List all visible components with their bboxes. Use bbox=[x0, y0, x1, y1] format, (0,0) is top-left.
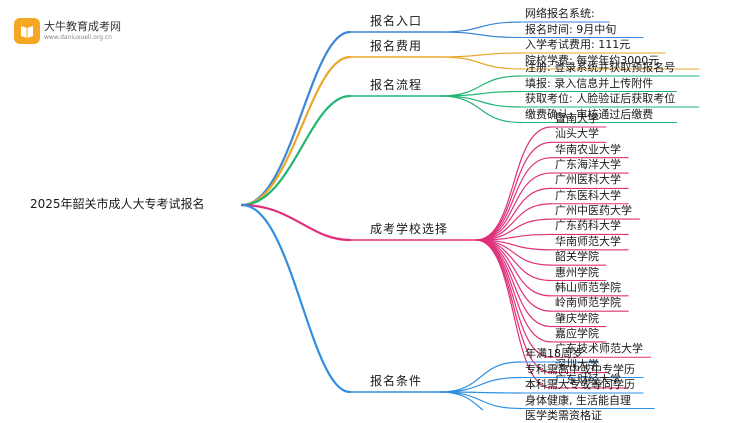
leaf-conditions: 年满18周岁 bbox=[525, 347, 583, 360]
leaf-connector bbox=[439, 90, 522, 97]
leaf-schools: 嘉应学院 bbox=[555, 326, 599, 340]
leaf-fees: 入学考试费用: 111元 bbox=[525, 38, 631, 51]
leaf-connector bbox=[475, 157, 552, 241]
leaf-conditions: 本科需大专或等同学历 bbox=[525, 378, 635, 391]
leaf-fees: 院校学费: 每学年约3000元 bbox=[525, 54, 660, 67]
leaf-schools: 广州中医药大学 bbox=[555, 204, 632, 218]
leaf-conditions: 医学类需资格证 bbox=[525, 409, 602, 422]
leaf-schools: 广东财经大学 bbox=[555, 372, 621, 386]
leaf-connector bbox=[439, 361, 522, 393]
leaf-schools: 广东海洋大学 bbox=[555, 158, 621, 172]
leaf-schools: 广东药科大学 bbox=[555, 219, 621, 233]
mind-map: 大牛教育成考网 www.daniuxueli.org.cn 2025年韶关市成人… bbox=[14, 7, 700, 422]
site-logo[interactable]: 大牛教育成考网 www.daniuxueli.org.cn bbox=[14, 16, 134, 46]
connector-fees bbox=[240, 55, 352, 207]
leaf-schools: 惠州学院 bbox=[555, 265, 599, 279]
logo-title: 大牛教育成考网 bbox=[44, 20, 121, 33]
branch-fees: 报名费用 bbox=[370, 39, 423, 53]
logo-url: www.daniuxueli.org.cn bbox=[44, 34, 112, 41]
branch-entry: 报名入口 bbox=[370, 14, 423, 28]
leaf-connector bbox=[439, 391, 522, 410]
leaf-schools: 华南师范大学 bbox=[555, 234, 621, 248]
leaf-connector bbox=[475, 172, 552, 241]
leaf-connector bbox=[475, 239, 552, 297]
leaf-entry: 网络报名系统: bbox=[525, 7, 595, 20]
root-topic: 2025年韶关市成人大专考试报名 bbox=[30, 197, 205, 211]
branch-process: 报名流程 bbox=[370, 78, 423, 92]
leaf-connector bbox=[475, 239, 552, 389]
leaf-schools: 深圳大学 bbox=[555, 357, 599, 371]
leaf-connector bbox=[439, 56, 522, 70]
leaf-process: 注册: 登录系统并获取预报名号 bbox=[525, 61, 676, 74]
leaf-process: 获取考位: 人脸验证后获取考位 bbox=[525, 92, 676, 105]
leaf-connector bbox=[439, 21, 522, 33]
leaf-connector bbox=[439, 95, 522, 108]
connector-entry bbox=[240, 30, 352, 207]
leaf-connector bbox=[475, 141, 552, 241]
leaf-connector bbox=[439, 391, 484, 410]
leaf-connector bbox=[439, 52, 522, 58]
leaf-connector bbox=[439, 376, 522, 393]
branch-schools: 成考学校选择 bbox=[370, 222, 449, 236]
leaf-connector bbox=[475, 239, 552, 358]
leaf-schools: 肇庆学院 bbox=[555, 311, 599, 325]
leaf-schools: 韶关学院 bbox=[555, 250, 599, 264]
leaf-schools: 广州医科大学 bbox=[555, 173, 621, 187]
leaf-connector bbox=[475, 126, 552, 241]
connector-schools bbox=[240, 203, 352, 242]
leaf-conditions: 专科需高中或中专学历 bbox=[525, 362, 635, 376]
leaf-schools: 广东技术师范大学 bbox=[555, 342, 643, 356]
leaf-connector bbox=[475, 239, 552, 343]
leaf-connector bbox=[439, 31, 522, 39]
leaf-connector bbox=[475, 187, 552, 241]
leaf-schools: 汕头大学 bbox=[555, 127, 599, 141]
leaf-schools: 韩山师范学院 bbox=[555, 280, 621, 294]
leaf-connector bbox=[439, 95, 522, 124]
leaf-process: 填报: 录入信息并上传附件 bbox=[525, 76, 654, 90]
leaf-schools: 广东医科大学 bbox=[555, 188, 621, 202]
connector-process bbox=[240, 94, 352, 207]
leaf-connector bbox=[439, 75, 522, 97]
book-logo-icon bbox=[14, 18, 40, 44]
connector-conditions bbox=[240, 203, 352, 394]
leaf-schools: 华南农业大学 bbox=[555, 142, 621, 156]
branch-conditions: 报名条件 bbox=[370, 374, 423, 388]
mind-map-connectors bbox=[240, 21, 700, 410]
leaf-schools: 暨南大学 bbox=[555, 112, 599, 125]
leaf-conditions: 身体健康, 生活能自理 bbox=[525, 393, 631, 407]
leaf-schools: 岭南师范学院 bbox=[555, 296, 621, 310]
leaf-entry: 报名时间: 9月中旬 bbox=[525, 22, 617, 36]
leaf-process: 缴费确认: 审核通过后缴费 bbox=[525, 107, 654, 121]
